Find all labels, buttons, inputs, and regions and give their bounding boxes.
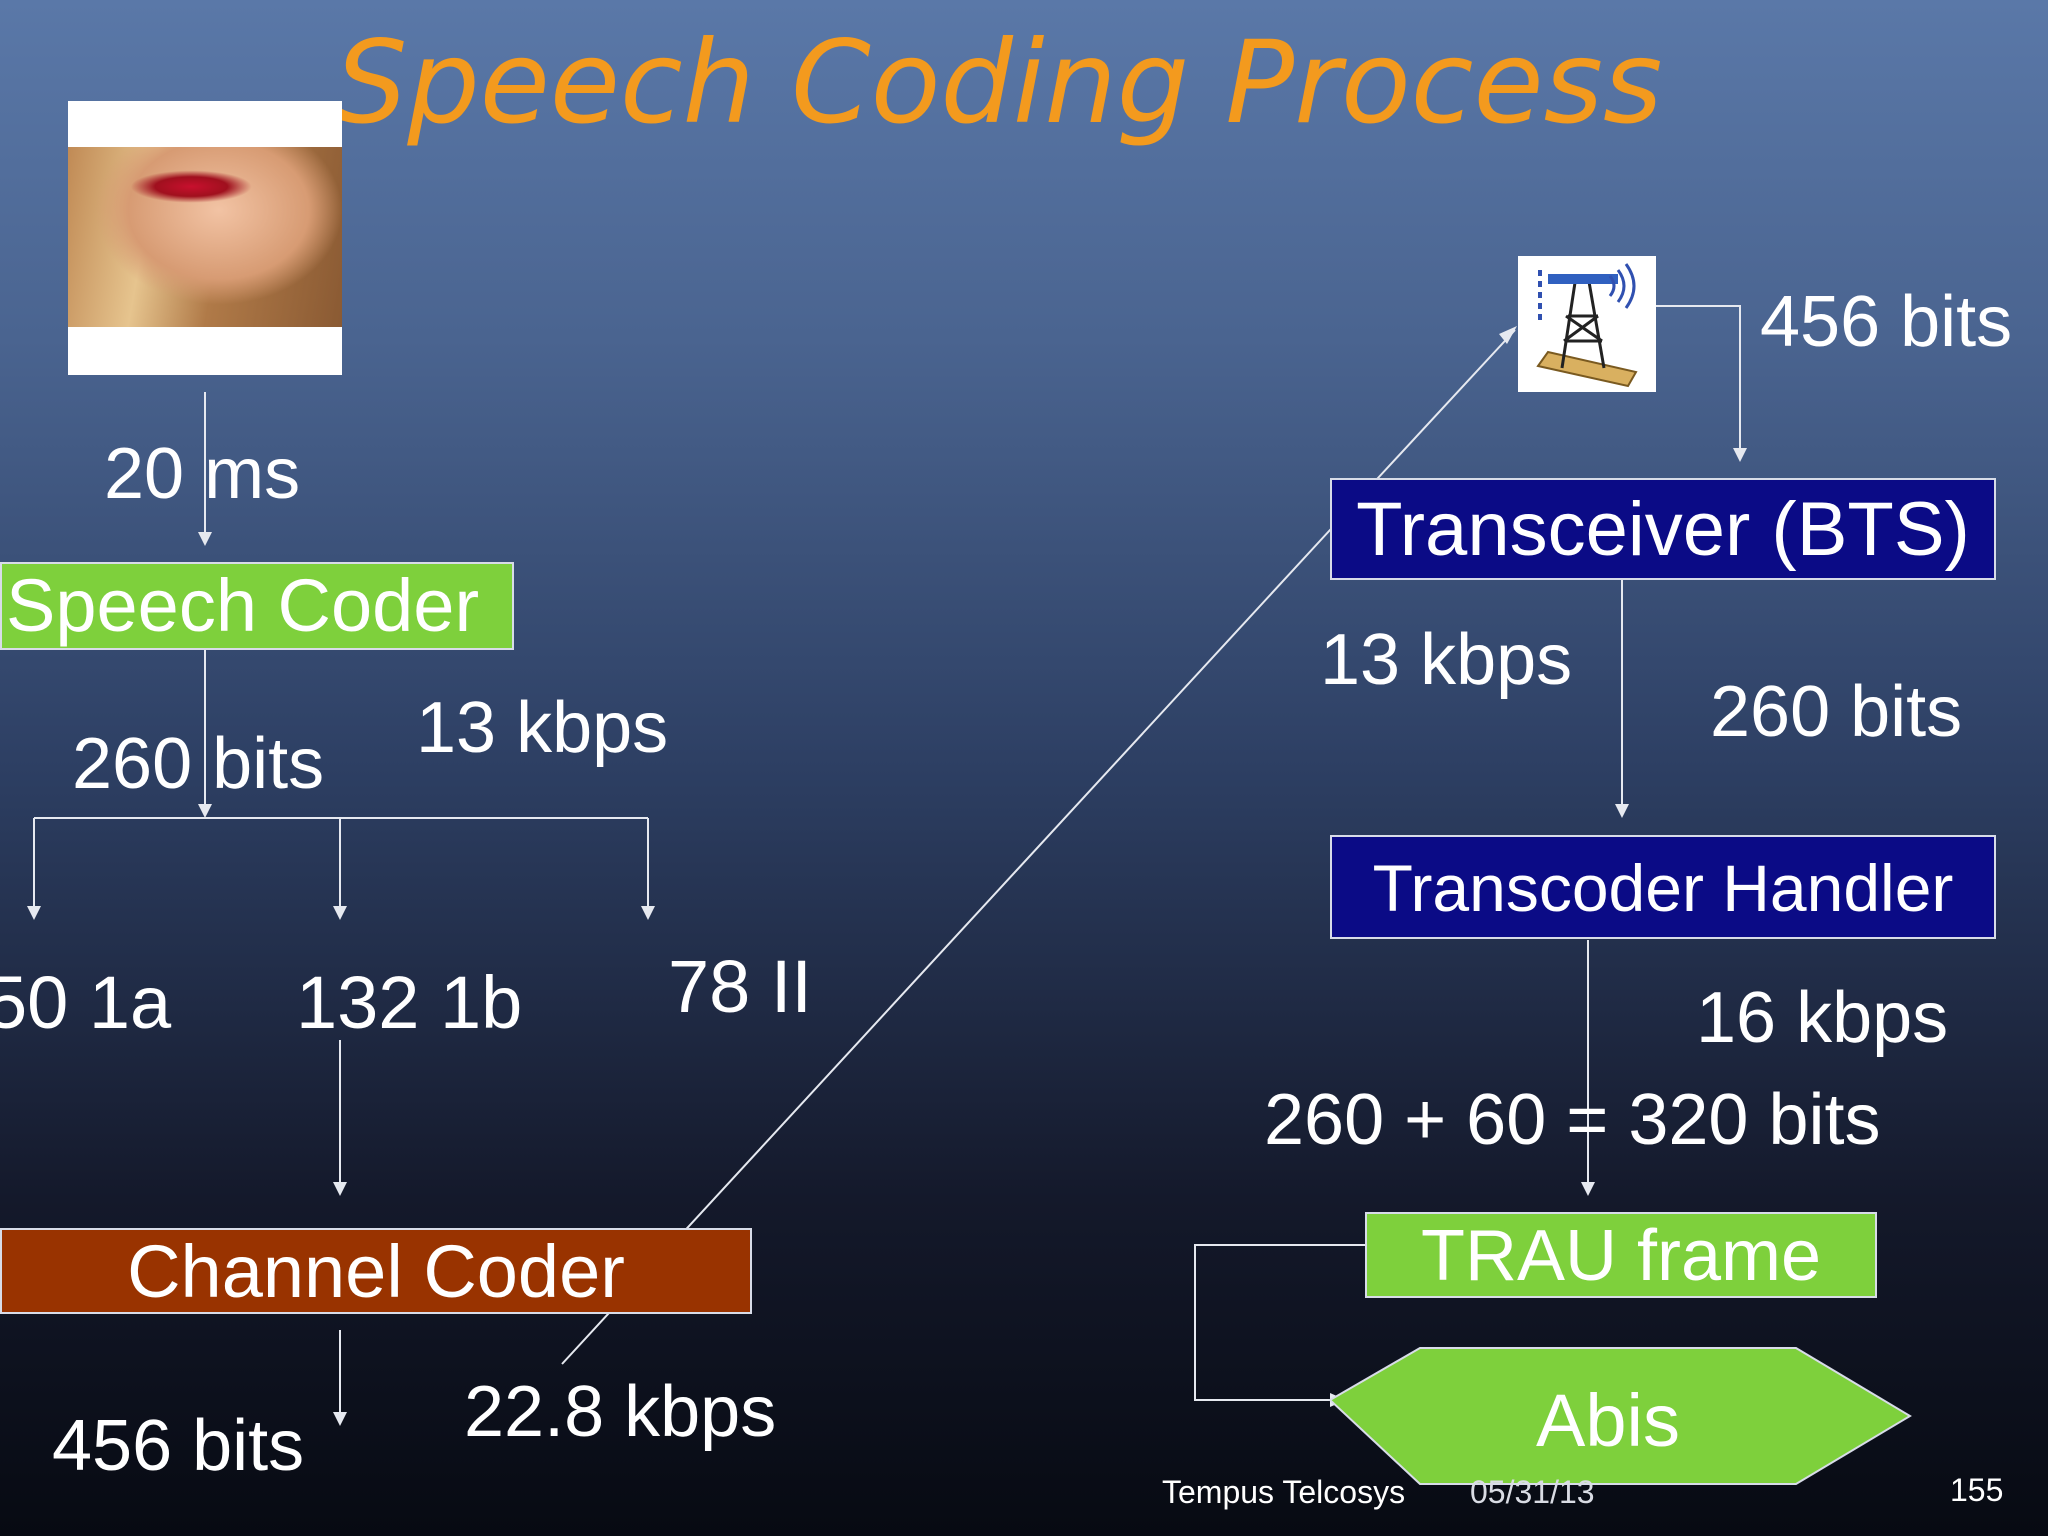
arrow-tower-to-transceiver [1656,305,1741,454]
slide-title: Speech Coding Process [335,16,1663,149]
bts-tower-icon [1518,256,1656,392]
footer-company: Tempus Telcosys [1162,1474,1406,1510]
woman-face-photo [68,101,342,375]
abis-hexagon [1328,1347,1912,1485]
interval-label: 20 ms [104,434,301,514]
speech-coder-box: Speech Coder [0,562,514,650]
class-ii-label: 78 II [668,945,812,1028]
channel-rate-label: 22.8 kbps [464,1372,777,1452]
trau-frame-box: TRAU frame [1365,1212,1877,1298]
trau-bits-equation: 260 + 60 = 320 bits [1264,1080,1881,1160]
class-1a-label: 50 1a [0,961,172,1044]
abis-label: Abis [1536,1379,1680,1462]
tower-bits-label: 456 bits [1760,282,2013,362]
speech-rate-label: 13 kbps [416,688,669,768]
class-1b-label: 132 1b [296,961,523,1044]
trau-rate-label: 16 kbps [1696,978,1949,1058]
footer-page-number: 155 [1950,1472,2004,1508]
speech-bits-label: 260 bits [72,724,325,804]
channel-bits-label: 456 bits [52,1406,305,1486]
transcoder-handler-box: Transcoder Handler [1330,835,1996,939]
transceiver-bits-label: 260 bits [1710,672,1963,752]
channel-coder-box: Channel Coder [0,1228,752,1314]
arrow-trau-to-abis [1194,1244,1365,1401]
transceiver-box: Transceiver (BTS) [1330,478,1996,580]
transceiver-rate-label: 13 kbps [1320,620,1573,700]
footer-date: 05/31/13 [1470,1474,1595,1510]
